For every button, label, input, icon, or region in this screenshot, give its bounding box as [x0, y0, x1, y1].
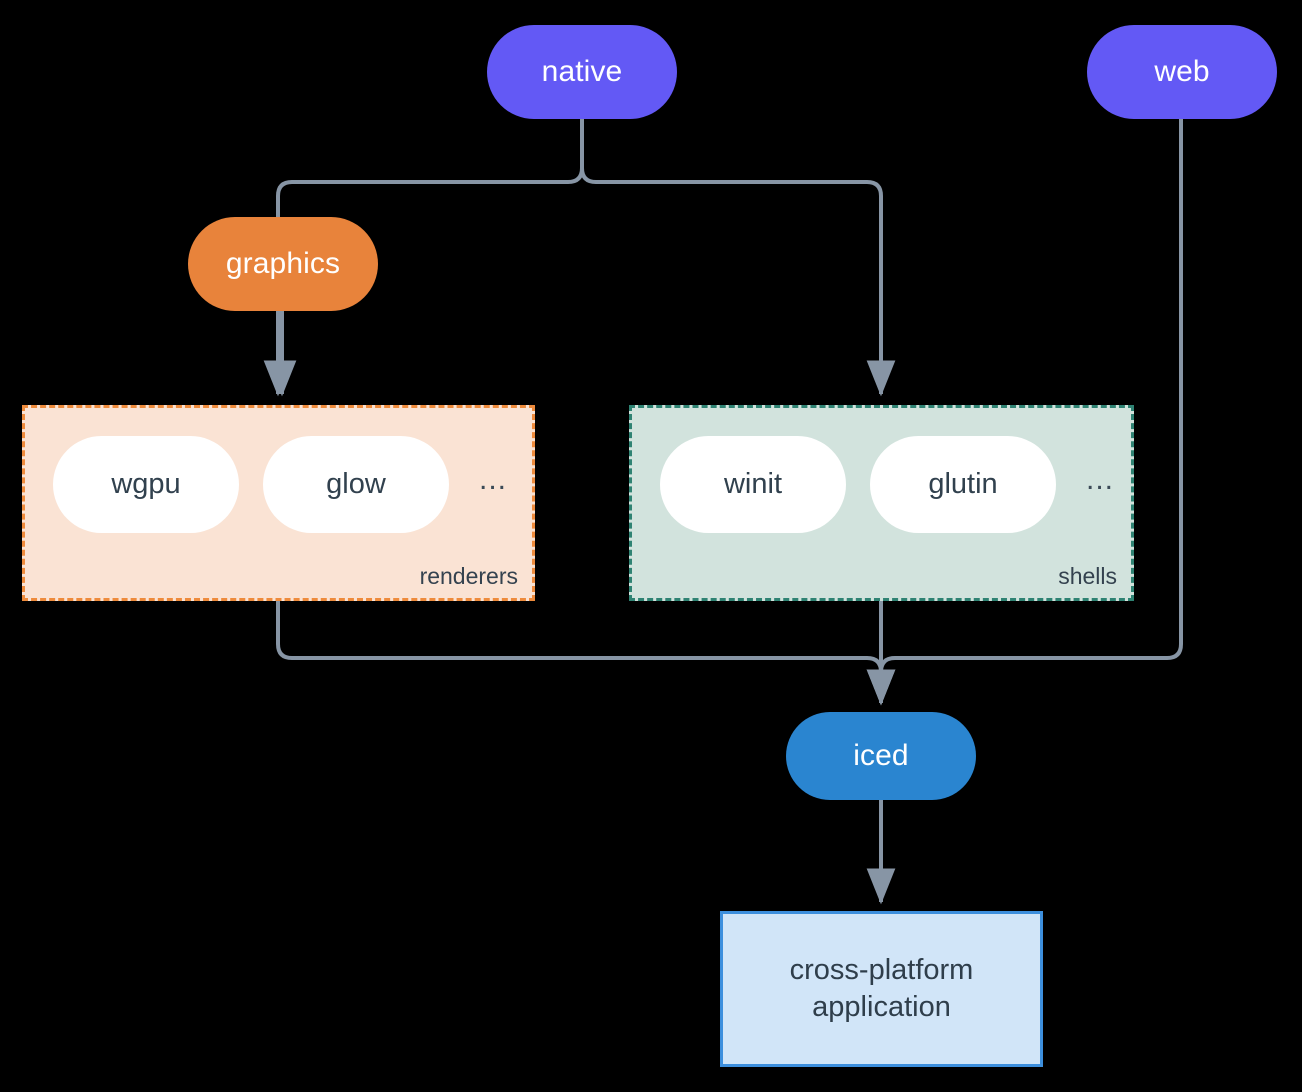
renderers-overflow-ellipsis: ... [479, 462, 508, 496]
group-renderers-items: wgpu glow ... [25, 436, 532, 533]
group-renderers-label: renderers [419, 563, 518, 589]
node-glow[interactable]: glow [263, 436, 449, 533]
group-shells: winit glutin ... shells [629, 405, 1134, 601]
node-cross-platform-application[interactable]: cross-platform application [720, 911, 1043, 1067]
node-glutin[interactable]: glutin [870, 436, 1056, 533]
application-label-line-1: cross-platform [789, 953, 974, 986]
node-winit[interactable]: winit [660, 436, 846, 533]
node-native[interactable]: native [487, 25, 677, 119]
node-graphics[interactable]: graphics [188, 217, 378, 311]
group-renderers: wgpu glow ... renderers [22, 405, 535, 601]
edge-renderers-to-iced [276, 601, 896, 706]
shells-overflow-ellipsis: ... [1086, 462, 1115, 496]
group-shells-items: winit glutin ... [632, 436, 1131, 533]
node-web[interactable]: web [1087, 25, 1277, 119]
group-shells-label: shells [1058, 563, 1117, 589]
application-label-line-2: application [812, 991, 951, 1023]
edge-native-to-shells [580, 119, 896, 397]
node-wgpu[interactable]: wgpu [53, 436, 239, 533]
node-iced[interactable]: iced [786, 712, 976, 800]
